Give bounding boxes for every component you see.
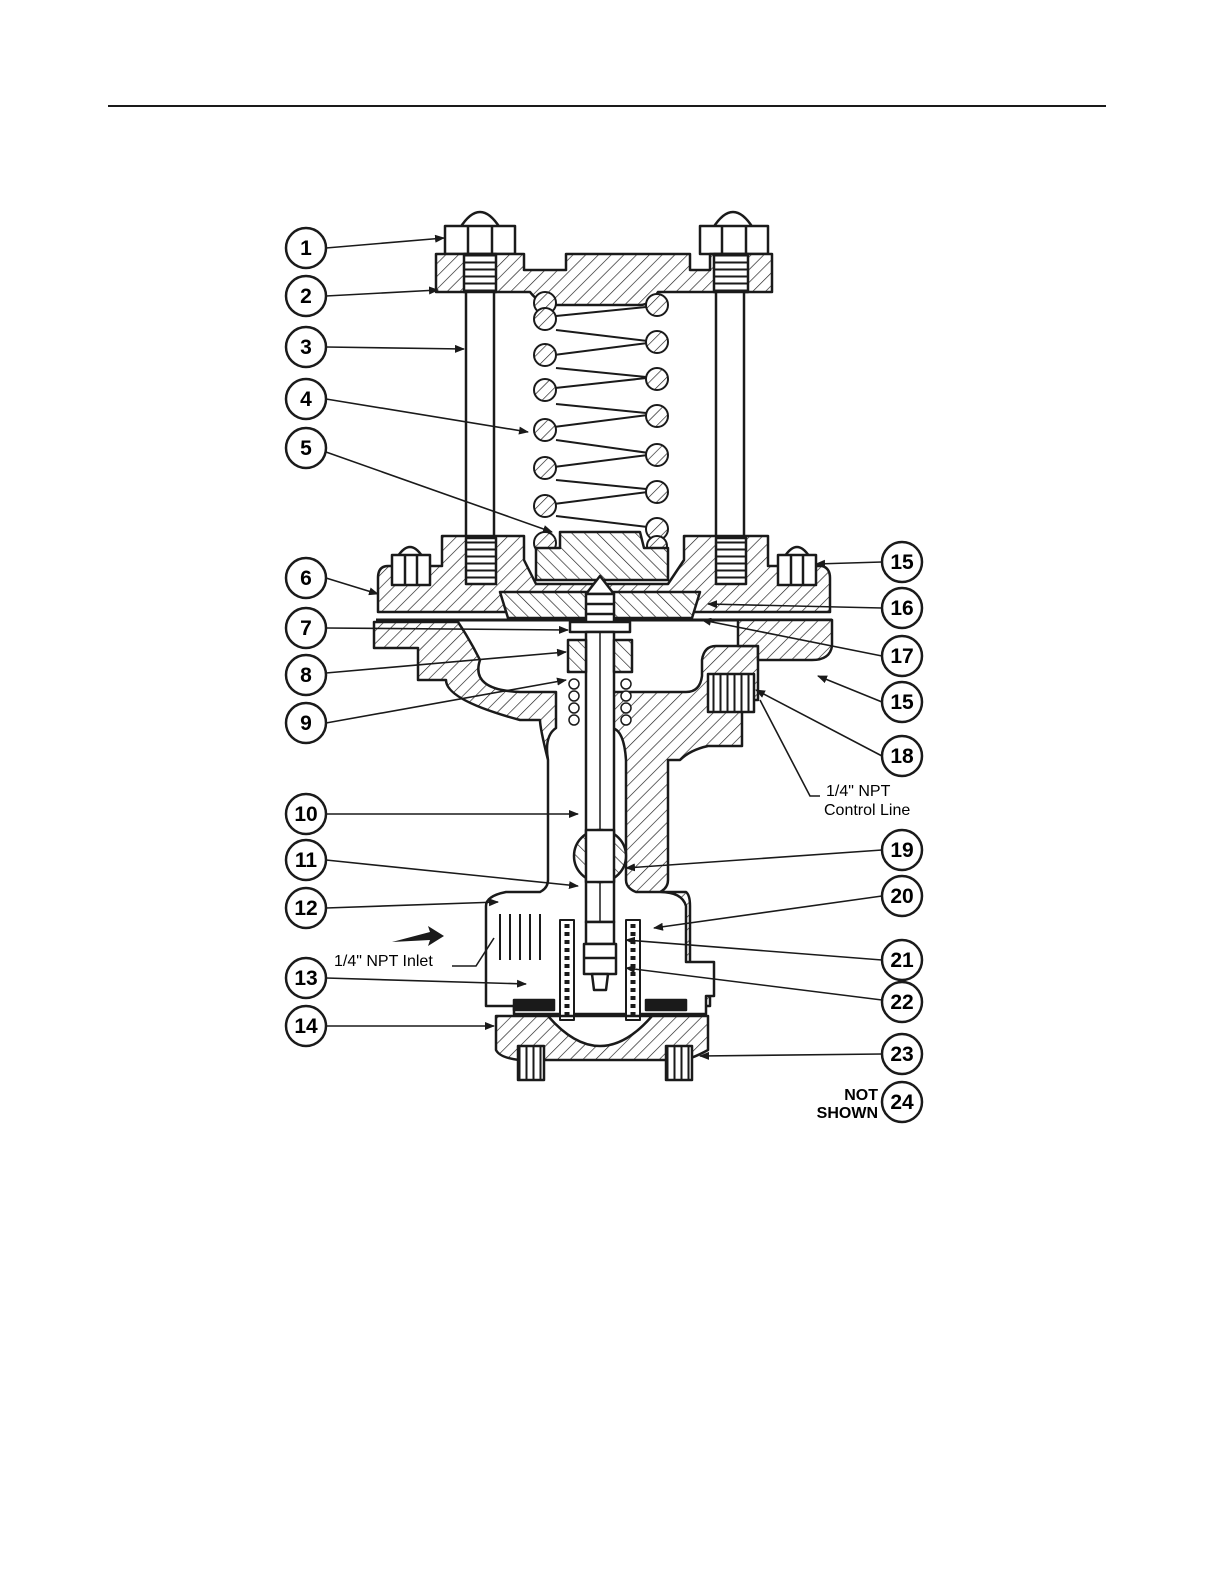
callout-5-label: 5: [300, 437, 312, 460]
callout-9: 9: [286, 703, 326, 743]
callout-4: 4: [286, 379, 326, 419]
callout-15a: 15: [882, 542, 922, 582]
gasket-left: [514, 1000, 554, 1010]
callout-12: 12: [286, 888, 326, 928]
callout-13: 13: [286, 958, 326, 998]
callout-9-label: 9: [300, 712, 312, 735]
gasket-right: [646, 1000, 686, 1010]
callout-17: 17: [882, 636, 922, 676]
callout-3-label: 3: [300, 336, 312, 359]
control-line-note-line1: 1/4" NPT: [826, 783, 891, 800]
callout-7: 7: [286, 608, 326, 648]
inlet-note: 1/4" NPT Inlet: [334, 953, 433, 970]
callouts-right: 15 16 17 15 18 19 20 21 22 23 24: [882, 542, 922, 1122]
callout-15b-label: 15: [890, 691, 914, 714]
callout-17-label: 17: [890, 645, 913, 668]
callout-18-label: 18: [890, 745, 914, 768]
callout-6: 6: [286, 558, 326, 598]
callout-14: 14: [286, 1006, 326, 1046]
callout-24-label: 24: [890, 1091, 914, 1114]
control-port: [708, 674, 754, 712]
callout-24: 24: [882, 1082, 922, 1122]
callout-22: 22: [882, 982, 922, 1022]
callout-21: 21: [882, 940, 922, 980]
inlet-port: [490, 912, 550, 962]
callout-2-label: 2: [300, 285, 312, 308]
callout-15a-label: 15: [890, 551, 914, 574]
callout-2: 2: [286, 276, 326, 316]
not-shown-line1: NOT: [844, 1087, 878, 1104]
callout-23: 23: [882, 1034, 922, 1074]
callout-4-label: 4: [300, 388, 312, 411]
plug-nuts: [584, 922, 616, 990]
tie-rods: [466, 292, 744, 538]
callout-10: 10: [286, 794, 326, 834]
control-line-leader: [760, 700, 820, 796]
control-line-note-line2: Control Line: [824, 802, 910, 819]
callout-3: 3: [286, 327, 326, 367]
spring-coils: [534, 292, 668, 556]
callout-16: 16: [882, 588, 922, 628]
callout-16-label: 16: [890, 597, 913, 620]
callout-8-label: 8: [300, 664, 312, 687]
callout-12-label: 12: [294, 897, 317, 920]
callout-22-label: 22: [890, 991, 913, 1014]
inlet-leader: [452, 938, 494, 966]
callout-11-label: 11: [295, 849, 318, 872]
not-shown-line2: SHOWN: [817, 1105, 878, 1122]
callout-7-label: 7: [300, 617, 312, 640]
callout-21-label: 21: [890, 949, 914, 972]
callout-19: 19: [882, 830, 922, 870]
callout-10-label: 10: [294, 803, 317, 826]
callout-20-label: 20: [890, 885, 913, 908]
callout-15b: 15: [882, 682, 922, 722]
callout-1: 1: [286, 228, 326, 268]
callout-20: 20: [882, 876, 922, 916]
callout-11: 11: [286, 840, 326, 880]
callout-8: 8: [286, 655, 326, 695]
callout-18: 18: [882, 736, 922, 776]
top-nuts: [445, 212, 768, 254]
valve-drawing: [374, 212, 832, 1080]
callouts-left: 1 2 3 4 5 6 7 8 9 10 11 12 13 14: [286, 228, 326, 1046]
callout-6-label: 6: [300, 567, 312, 590]
callout-19-label: 19: [890, 839, 913, 862]
callout-1-label: 1: [300, 237, 312, 260]
callout-13-label: 13: [294, 967, 317, 990]
callout-14-label: 14: [294, 1015, 318, 1038]
inlet-flow-arrow: [392, 926, 444, 946]
callout-5: 5: [286, 428, 326, 468]
callout-23-label: 23: [890, 1043, 913, 1066]
